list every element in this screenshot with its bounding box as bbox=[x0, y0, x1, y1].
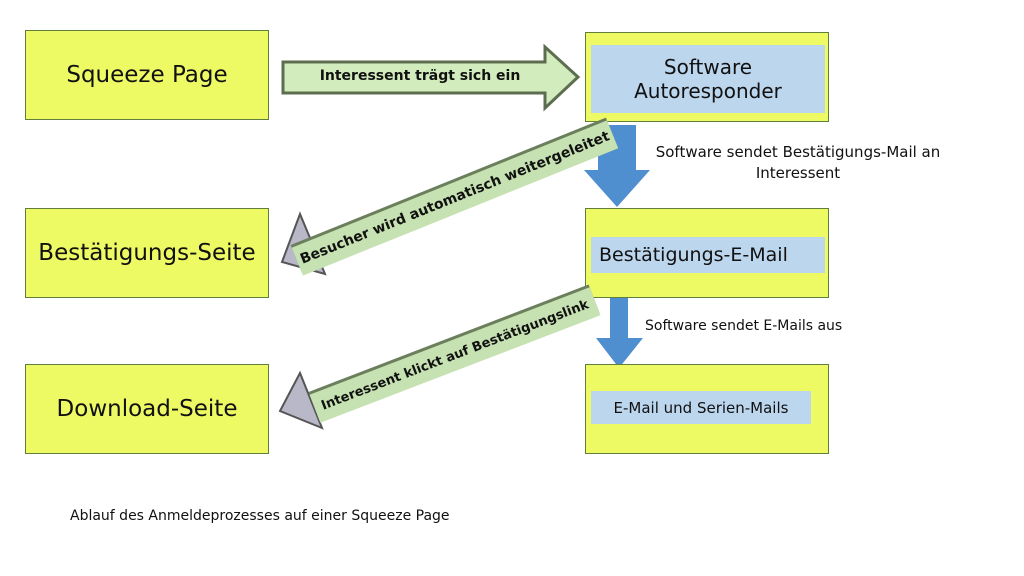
box-label: Download-Seite bbox=[56, 396, 238, 422]
autoresponder-label: Software Autoresponder bbox=[591, 45, 825, 113]
box-label: Bestätigungs-Seite bbox=[38, 240, 256, 266]
box-label: Squeeze Page bbox=[66, 62, 228, 88]
confirmation-email-label: Bestätigungs-E-Mail bbox=[591, 237, 825, 273]
confirmation-page-box: Bestätigungs-Seite bbox=[25, 208, 269, 298]
down-arrow-2 bbox=[596, 292, 643, 368]
diagram-caption: Ablauf des Anmeldeprozesses auf einer Sq… bbox=[70, 508, 450, 524]
send-mails-label: Software sendet E-Mails aus bbox=[645, 318, 843, 334]
download-page-box: Download-Seite bbox=[25, 364, 269, 454]
send-confirmation-label: Software sendet Bestätigungs-Mail an Int… bbox=[655, 143, 941, 182]
signup-arrow bbox=[281, 43, 581, 112]
series-mails-label: E-Mail und Serien-Mails bbox=[591, 391, 811, 424]
signup-arrow-label: Interessent trägt sich ein bbox=[319, 68, 521, 84]
squeeze-page-box: Squeeze Page bbox=[25, 30, 269, 120]
